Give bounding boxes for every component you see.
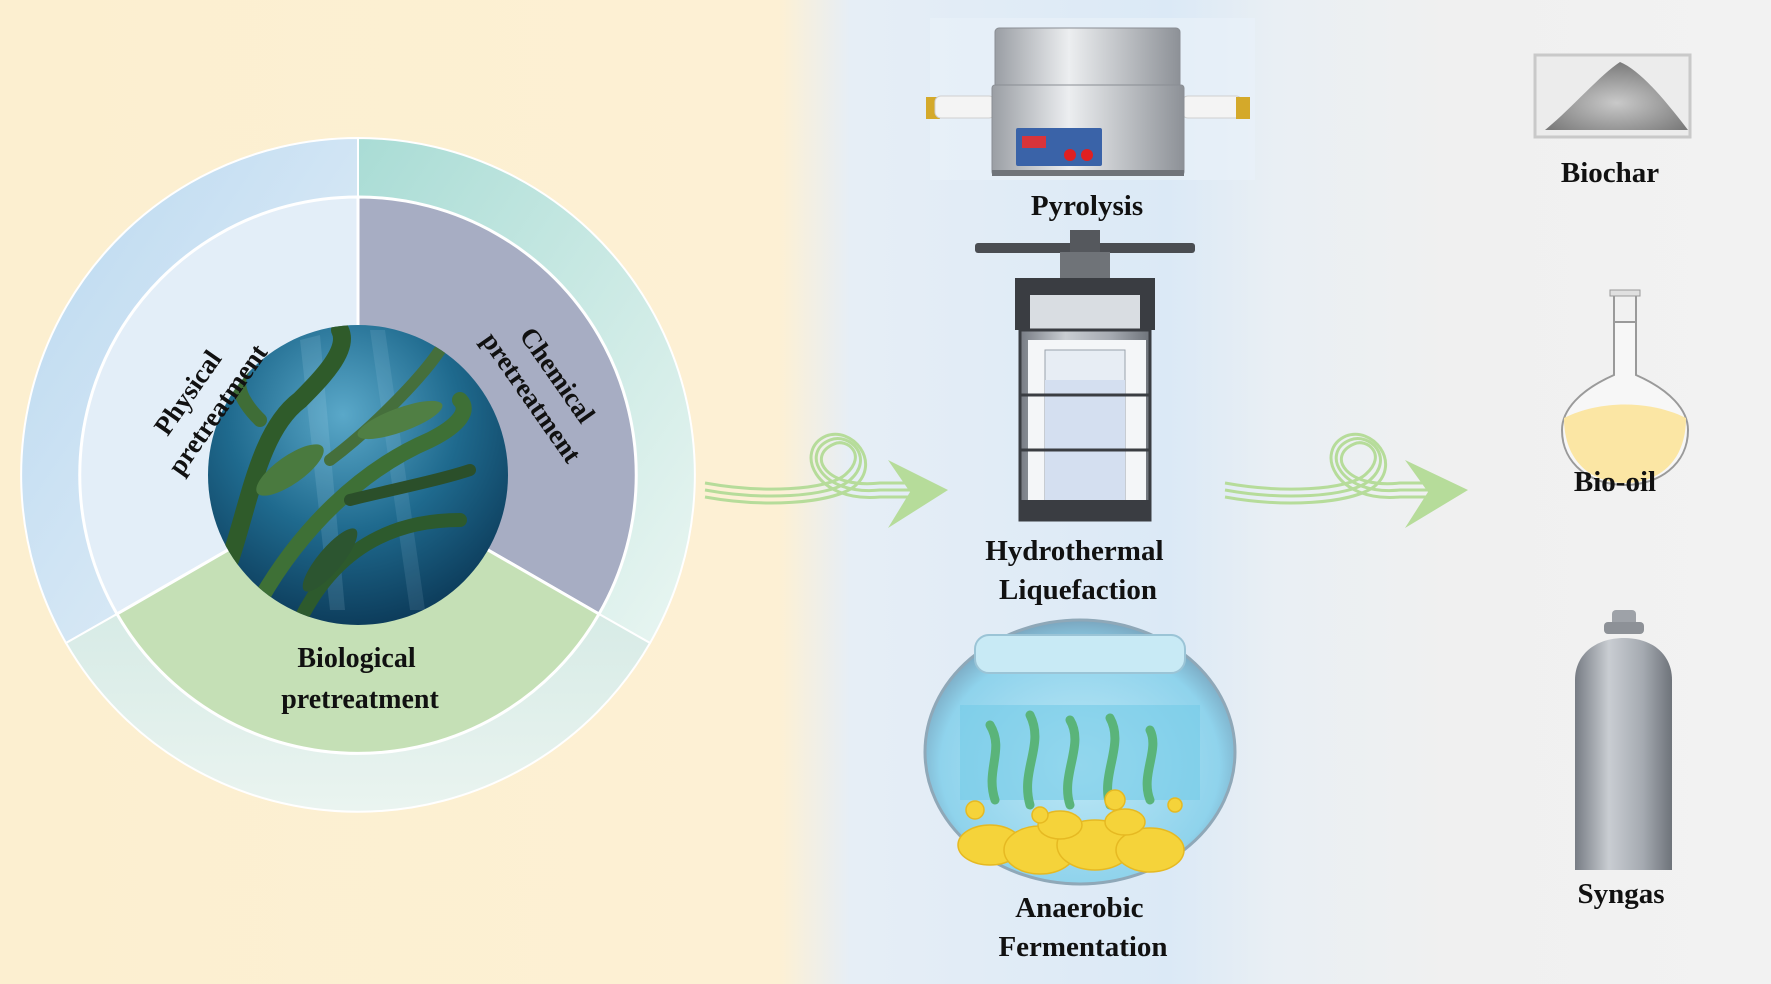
htl-label-line2: Liquefaction bbox=[999, 574, 1157, 606]
bio-oil-label: Bio-oil bbox=[1574, 466, 1656, 498]
htl-label: Hydrothermal Liquefaction bbox=[985, 535, 1171, 606]
arrow-to-products bbox=[1224, 432, 1468, 528]
arrow-to-processes bbox=[704, 432, 948, 528]
syngas-label: Syngas bbox=[1577, 878, 1664, 910]
bio-oil-flask-icon bbox=[1560, 289, 1690, 487]
fermentation-label-line2: Fermentation bbox=[998, 931, 1167, 963]
fermentation-label-line1: Anaerobic bbox=[1015, 892, 1143, 924]
pyrolysis-furnace-icon bbox=[926, 18, 1255, 180]
pretreatment-wheel: Physical pretreatment Chemical pretreatm… bbox=[20, 136, 696, 813]
biological-label-line2: pretreatment bbox=[281, 684, 439, 715]
products-column: Biochar Bio-oil Syngas bbox=[1533, 53, 1692, 910]
biological-label-line1: Biological bbox=[297, 643, 415, 674]
biochar-icon bbox=[1533, 53, 1692, 139]
htl-label-line1: Hydrothermal bbox=[985, 535, 1163, 567]
pyrolysis-label: Pyrolysis bbox=[1031, 190, 1143, 222]
processes-column: Pyrolysis Hydrothermal Liquefaction bbox=[923, 18, 1255, 963]
biochar-label: Biochar bbox=[1561, 157, 1659, 189]
fermentation-jar-icon bbox=[923, 618, 1237, 886]
biological-label: Biological pretreatment bbox=[281, 643, 439, 715]
fermentation-label: Anaerobic Fermentation bbox=[998, 892, 1167, 963]
syngas-cylinder-icon bbox=[1575, 610, 1672, 870]
hydrothermal-reactor-icon bbox=[975, 230, 1195, 522]
